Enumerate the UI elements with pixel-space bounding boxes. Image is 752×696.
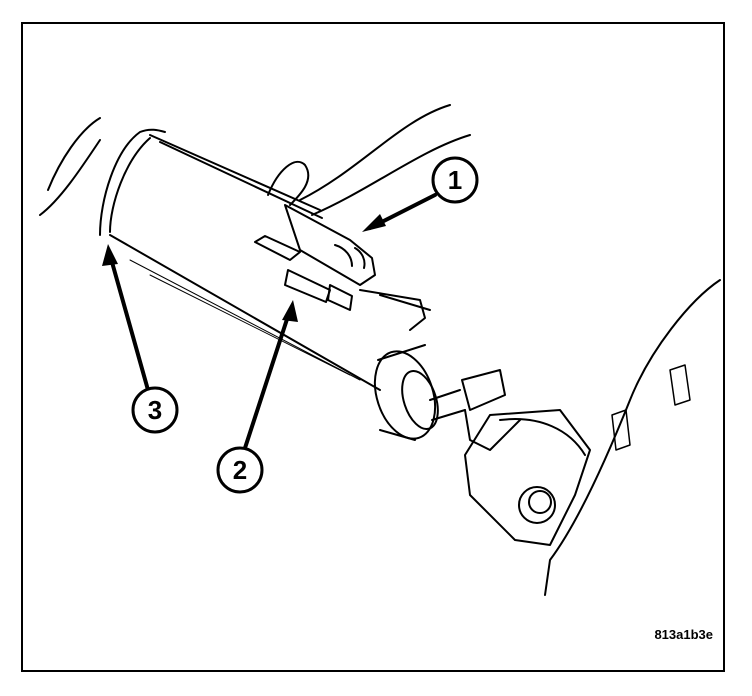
- arrowhead-3: [102, 244, 118, 266]
- callout-2: 2: [216, 446, 264, 494]
- rod-end-bore: [499, 418, 586, 456]
- arrowhead-2: [282, 300, 298, 322]
- connector-clip: [334, 244, 366, 269]
- clamp-band: [99, 128, 166, 236]
- bracket-slot-2: [611, 409, 631, 451]
- housing-lower-shade: [129, 259, 361, 381]
- rod-clevis: [461, 369, 521, 451]
- connector-rail: [359, 289, 431, 331]
- callout-3-label: 3: [148, 395, 162, 425]
- leader-arrow-2: [243, 308, 292, 450]
- connector-latch: [254, 235, 353, 311]
- housing-top-edge: [149, 134, 323, 219]
- mounting-bracket: [544, 279, 721, 596]
- callout-1: 1: [431, 156, 479, 204]
- collar-ring-inner: [401, 370, 439, 430]
- pivot-bolt-inner: [528, 490, 552, 514]
- housing-left-end: [39, 117, 101, 216]
- callout-3: 3: [131, 386, 179, 434]
- connector-body: [284, 204, 376, 286]
- bracket-slot-1: [669, 364, 691, 406]
- figure-frame: 813a1b3e: [21, 22, 725, 672]
- callout-1-label: 1: [448, 165, 462, 195]
- callout-2-label: 2: [233, 455, 247, 485]
- housing-bottom-edge: [109, 234, 381, 391]
- leader-arrow-3: [108, 253, 150, 392]
- arrowhead-1: [362, 214, 386, 232]
- wiring-hose: [299, 104, 471, 216]
- pivot-bolt-outer: [518, 486, 556, 524]
- rod-end-body: [464, 409, 591, 546]
- shaft: [429, 389, 466, 421]
- collar-edge: [377, 344, 426, 441]
- collar-ring: [373, 350, 437, 440]
- figure-code: 813a1b3e: [654, 627, 713, 642]
- pigtail-wire: [267, 160, 310, 206]
